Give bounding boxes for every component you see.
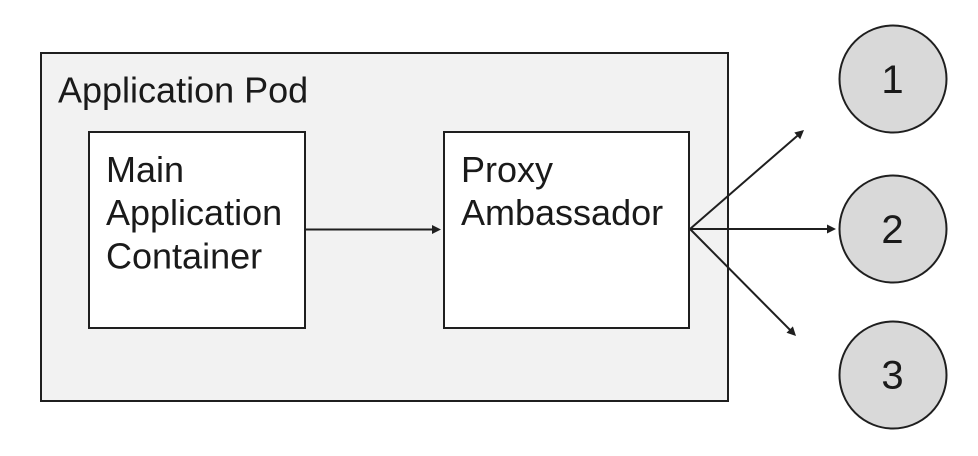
svg-text:Application: Application	[106, 192, 282, 233]
svg-text:3: 3	[881, 354, 903, 398]
svg-text:Main: Main	[106, 149, 184, 190]
svg-text:2: 2	[881, 208, 903, 252]
svg-text:Ambassador: Ambassador	[461, 192, 663, 233]
svg-text:Proxy: Proxy	[461, 149, 553, 190]
svg-text:Container: Container	[106, 236, 262, 277]
svg-text:1: 1	[881, 58, 903, 102]
svg-text:Application Pod: Application Pod	[58, 70, 308, 111]
